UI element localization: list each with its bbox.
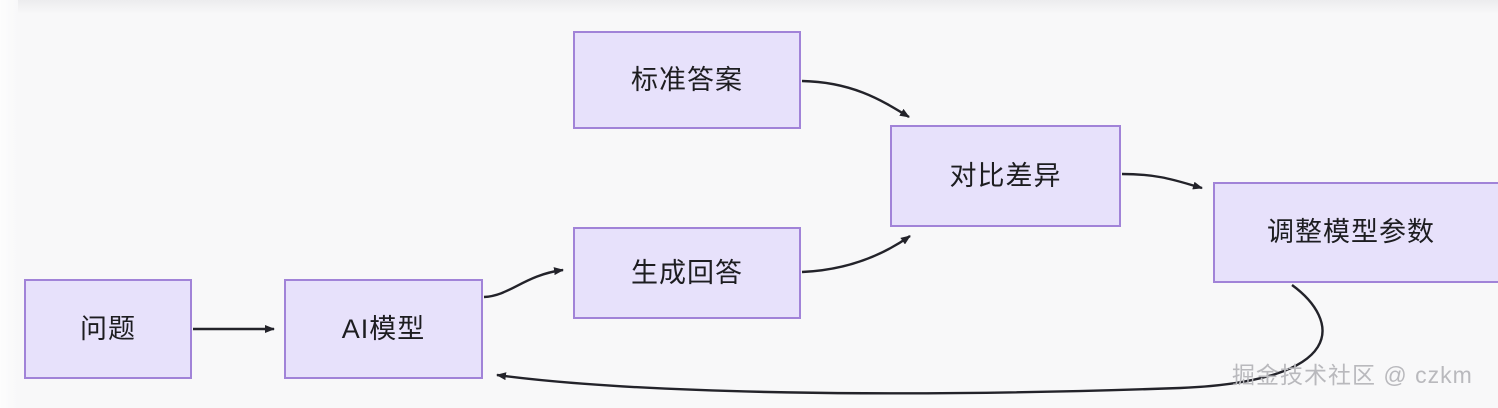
node-ai-model[interactable]: AI模型	[284, 279, 483, 379]
node-standard-answer-label: 标准答案	[631, 64, 743, 95]
node-question[interactable]: 问题	[24, 279, 192, 379]
node-compare-difference-label: 对比差异	[949, 160, 1062, 191]
node-compare-difference[interactable]: 对比差异	[890, 125, 1121, 227]
node-adjust-model-parameters-label: 调整模型参数	[1267, 217, 1435, 247]
watermark-text: 掘金技术社区 @ czkm	[1232, 362, 1473, 388]
edge-ai-model-to-generate	[483, 267, 564, 299]
node-generate-answer-label: 生成回答	[631, 257, 743, 288]
edge-standard-to-compare	[801, 79, 910, 119]
node-generate-answer[interactable]: 生成回答	[573, 227, 801, 319]
edge-generate-to-compare	[801, 235, 911, 274]
node-question-label: 问题	[80, 313, 136, 344]
node-standard-answer[interactable]: 标准答案	[573, 31, 801, 129]
edge-compare-to-adjust	[1121, 172, 1203, 190]
node-ai-model-label: AI模型	[341, 313, 426, 344]
node-adjust-model-parameters[interactable]: 调整模型参数	[1213, 182, 1498, 283]
